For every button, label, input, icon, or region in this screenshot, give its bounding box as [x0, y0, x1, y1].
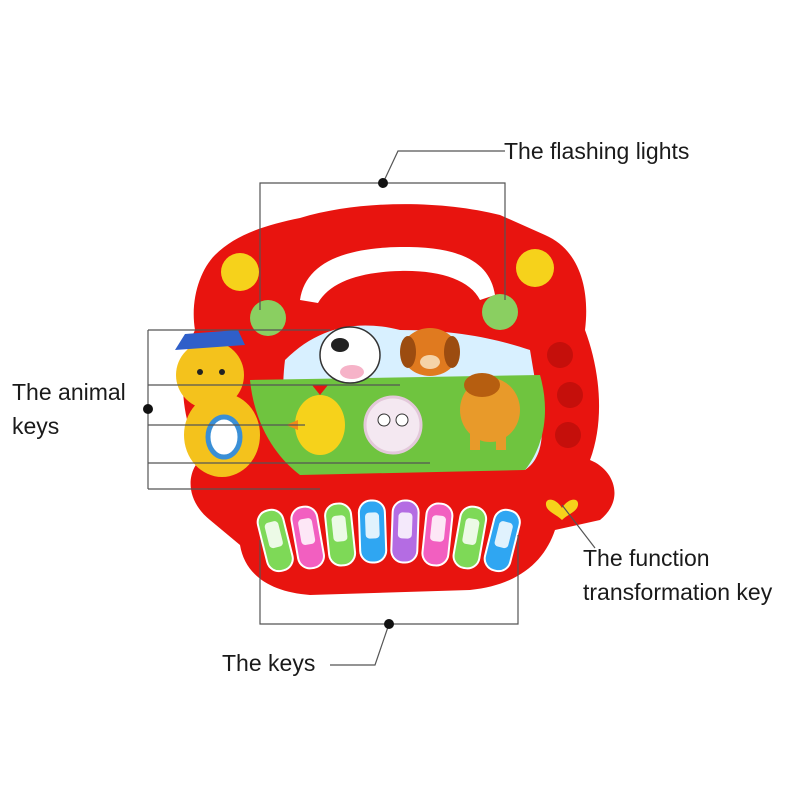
sheep-icon [363, 395, 423, 455]
flash-light-right [482, 294, 518, 330]
label-animal-keys: The animal keys [12, 375, 126, 443]
side-buttons [547, 342, 583, 448]
horse-icon [460, 373, 520, 450]
flash-light-left [250, 300, 286, 336]
handle-hole [300, 246, 495, 303]
key-3[interactable] [324, 502, 357, 567]
key-2[interactable] [289, 505, 325, 571]
label-animal-keys-line2: keys [12, 413, 60, 439]
leader-function-key [561, 504, 596, 549]
light-button-right [516, 249, 554, 287]
label-flashing-lights: The flashing lights [504, 134, 689, 168]
label-function-key: The function transformation key [583, 541, 772, 609]
label-function-key-line1: The function [583, 545, 710, 571]
key-8[interactable] [482, 507, 522, 573]
light-button-left [221, 253, 259, 291]
label-flashing-lights-text: The flashing lights [504, 138, 690, 164]
dog-icon [400, 328, 460, 376]
piano-keys [255, 499, 522, 573]
key-7[interactable] [452, 505, 488, 571]
leader-dots [143, 178, 394, 629]
label-animal-keys-line1: The animal [12, 379, 126, 405]
label-function-key-line2: transformation key [583, 579, 773, 605]
key-1[interactable] [255, 507, 295, 573]
key-4[interactable] [357, 499, 388, 564]
heart-button-icon [545, 499, 579, 520]
toy-piano [175, 204, 615, 595]
bear-icon [175, 330, 260, 477]
label-keys: The keys [222, 646, 315, 680]
cow-icon [319, 326, 381, 384]
key-6[interactable] [421, 502, 454, 567]
label-keys-text: The keys [222, 650, 316, 676]
key-5[interactable] [390, 499, 420, 564]
